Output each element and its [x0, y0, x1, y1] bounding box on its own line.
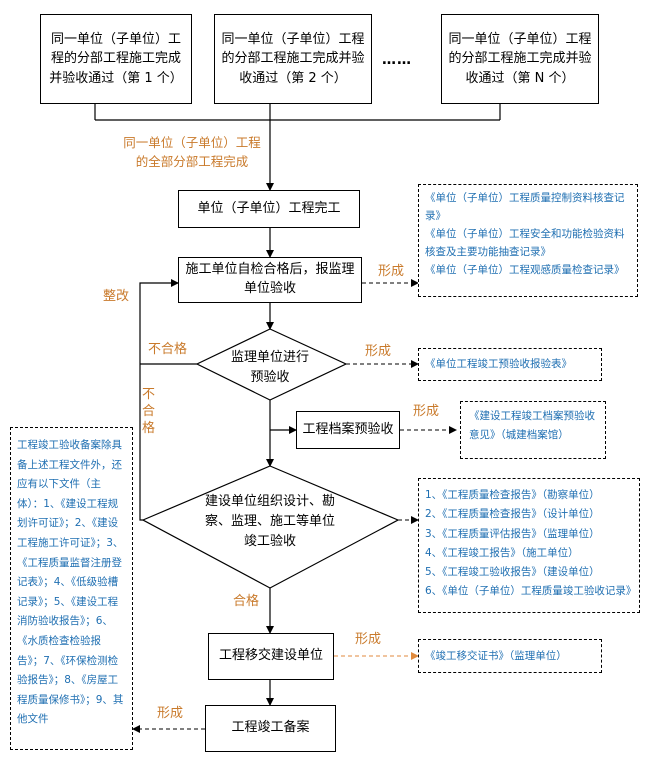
filing-box: 工程竣工备案: [205, 705, 336, 752]
archive-doc-box: 《建设工程竣工档案预验收意见》（城建档案馆）: [460, 401, 606, 459]
label-all-parts-done: 同一单位（子单位）工程的全部分部工程完成: [123, 135, 261, 170]
ellipsis: ……: [382, 52, 412, 68]
acceptance-doc-1: 1、《工程质量检查报告》（勘察单位）: [425, 489, 600, 501]
acceptance-doc-3: 3、《工程质量评估报告》（监理单位）: [425, 527, 600, 540]
part-complete-box-n: 同一单位（子单位）工程的分部工程施工完成并验收通过（第 N 个）: [441, 14, 599, 104]
label-rectify: 整改: [103, 289, 130, 304]
precheck-diamond: [195, 328, 348, 401]
label-qualified: 合格: [233, 594, 260, 609]
label-unqualified-1: 不合格: [148, 342, 188, 357]
unit-complete-box: 单位（子单位）工程完工: [178, 190, 360, 228]
self-check-doc-2: 《单位（子单位）工程安全和功能检验资料核查及主要功能抽查记录》: [425, 228, 625, 258]
joint-acceptance-diamond: [141, 465, 400, 589]
self-check-docs-box: 《单位（子单位）工程质量控制资料核查记录》 《单位（子单位）工程安全和功能检验资…: [418, 184, 638, 297]
acceptance-doc-4: 4、《工程竣工报告》（施工单位）: [425, 546, 579, 559]
precheck-diamond-label: 监理单位进行预验收: [230, 350, 309, 385]
acceptance-doc-5: 5、《工程竣工验收报告》（建设单位）: [425, 566, 600, 579]
feedback-loop-joint: [139, 279, 179, 521]
precheck-doc-box: 《单位工程竣工预验收报验表》: [418, 348, 602, 381]
label-unqualified-2: 不合格: [142, 387, 156, 436]
label-form-2: 形成: [365, 344, 392, 359]
label-form-5: 形成: [157, 706, 184, 721]
handover-doc-box: 《竣工移交证书》（监理单位）: [418, 639, 602, 673]
archive-precheck-box: 工程档案预验收: [296, 411, 400, 449]
part-complete-box-1: 同一单位（子单位）工程的分部工程施工完成并验收通过（第 1 个）: [40, 14, 192, 104]
label-form-1: 形成: [378, 264, 405, 279]
label-form-4: 形成: [355, 632, 382, 647]
label-form-3: 形成: [413, 404, 440, 419]
handover-box: 工程移交建设单位: [208, 633, 334, 680]
acceptance-docs-box: 1、《工程质量检查报告》（勘察单位） 2、《工程质量检查报告》（设计单位） 3、…: [418, 478, 640, 613]
self-check-doc-3: 《单位（子单位）工程观感质量检查记录》: [425, 264, 625, 276]
acceptance-doc-6: 6、《单位（子单位）工程质量竣工验收记录》: [425, 585, 637, 598]
self-check-box: 施工单位自检合格后，报监理单位验收: [178, 257, 362, 303]
joint-acceptance-label: 建设单位组织设计、勘察、监理、施工等单位竣工验收: [204, 494, 335, 550]
acceptance-doc-2: 2、《工程质量检查报告》（设计单位）: [425, 508, 600, 521]
filing-docs-box: 工程竣工验收备案除具备上述工程文件外，还应有以下文件（主体）：1、《建设工程规划…: [10, 427, 133, 750]
self-check-doc-1: 《单位（子单位）工程质量控制资料核查记录》: [425, 192, 625, 222]
part-complete-box-2: 同一单位（子单位）工程的分部工程施工完成并验收通过（第 2 个）: [214, 14, 372, 104]
